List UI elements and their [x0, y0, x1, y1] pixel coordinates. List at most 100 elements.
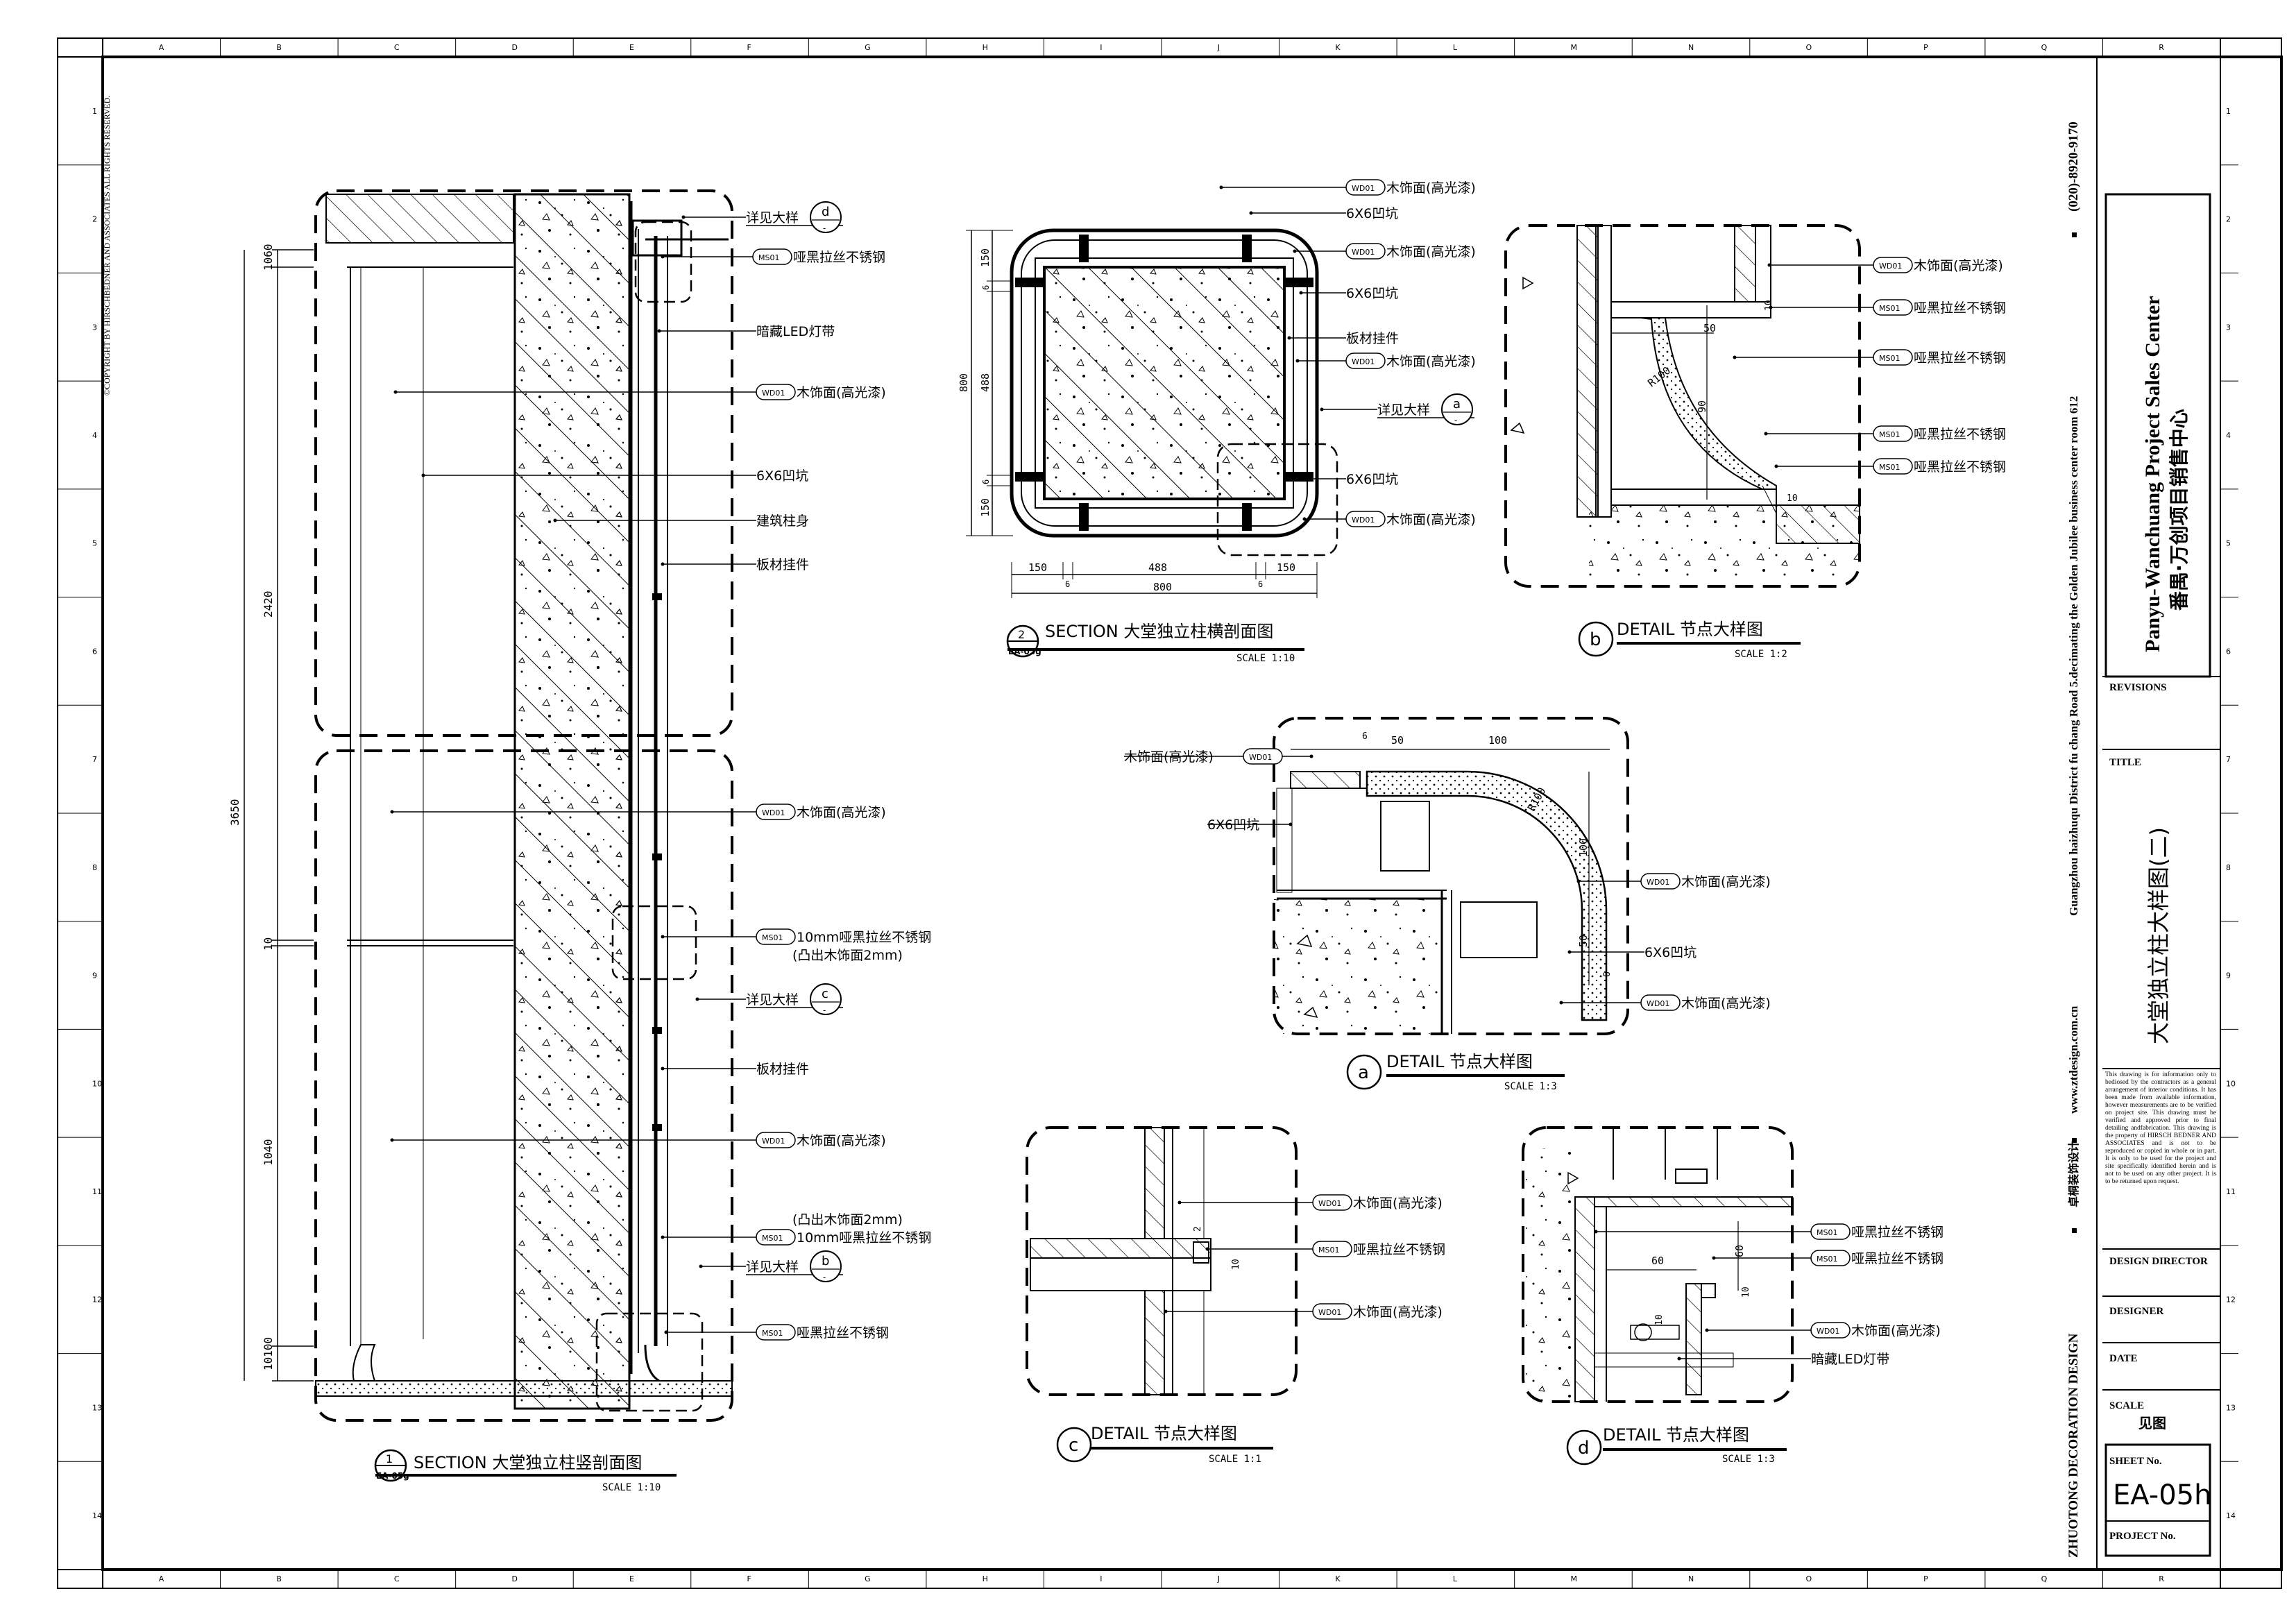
- design-director-label: DESIGN DIRECTOR: [2109, 1256, 2208, 1267]
- grid-col-H-top: H: [983, 43, 988, 52]
- dc-label-1: 木饰面(高光漆): [1353, 1196, 1443, 1211]
- detail-b-bubble: b: [1590, 629, 1601, 650]
- grid-col-R-bottom: R: [2159, 1574, 2164, 1583]
- grid-row-2-left: 2: [92, 215, 97, 224]
- svg-text:-: -: [823, 223, 826, 233]
- da-tag-5: WD01: [1647, 999, 1669, 1008]
- s1-label-11: 详见大样: [746, 992, 799, 1008]
- s1-bubble-11: c: [822, 987, 828, 1001]
- s1-label-1: 详见大样: [746, 210, 799, 226]
- dim-10100: 10100: [262, 1337, 275, 1370]
- detail-a-scale: SCALE 1:3: [1504, 1081, 1557, 1092]
- section-1-scale: SCALE 1:10: [602, 1482, 661, 1493]
- s1-label-7: 板材挂件: [756, 557, 809, 572]
- grid-row-12-left: 12: [92, 1295, 102, 1305]
- s1-tag-15: MS01: [762, 1234, 783, 1243]
- title-block: Panyu-Wanchuang Project Sales Center 番禺·…: [2096, 56, 2221, 1570]
- grid-row-9-right: 9: [2226, 971, 2231, 980]
- scale-label: SCALE: [2109, 1400, 2144, 1411]
- s1-label-2: 哑黑拉丝不锈钢: [793, 250, 885, 265]
- da-dim-5: 100: [1577, 838, 1590, 857]
- date-label: DATE: [2109, 1353, 2138, 1364]
- s1-tag-4: WD01: [762, 389, 785, 398]
- designer-label: DESIGNER: [2109, 1306, 2164, 1317]
- s1-label-6: 建筑柱身: [756, 513, 809, 529]
- grid-col-Q-bottom: Q: [2041, 1574, 2048, 1583]
- detail-d-scale: SCALE 1:3: [1722, 1454, 1775, 1465]
- da-label-1: 木饰面(高光漆): [1124, 749, 1214, 765]
- company-sidebar: (020)-8920-9170 Guangzhou haizhuqu Distr…: [2066, 57, 2098, 1570]
- copyright-text: ©COPYRIGHT BY HIRSCHBEDNER AND ASSOCIATE…: [102, 96, 112, 396]
- disclaimer-text: This drawing is for information only to …: [2105, 1071, 2216, 1185]
- svg-text:-: -: [823, 1005, 826, 1015]
- project-name-cn: 番禺·万创项目销售中心: [2168, 409, 2191, 611]
- da-dim-2: 50: [1391, 734, 1404, 747]
- s2-callout-4: 6X6凹坑: [1299, 286, 1398, 301]
- grid-col-G-top: G: [865, 43, 871, 52]
- section-2-scale: SCALE 1:10: [1236, 653, 1295, 664]
- s2-label-2: 6X6凹坑: [1346, 206, 1398, 221]
- dim-2420: 2420: [262, 590, 275, 618]
- db-dim-2: 10: [1764, 300, 1774, 311]
- grid-row-9-left: 9: [92, 971, 97, 980]
- revisions-label: REVISIONS: [2109, 682, 2167, 693]
- sidebar-address: Guangzhou haizhuqu District fu chang Roa…: [2067, 396, 2080, 916]
- grid-col-E-bottom: E: [629, 1574, 634, 1583]
- s2-tag-3: WD01: [1352, 248, 1375, 257]
- da-dim-6: 50: [1577, 935, 1590, 947]
- grid-row-7-left: 7: [92, 755, 97, 764]
- grid-col-C-bottom: C: [394, 1574, 400, 1583]
- grid-row-5-right: 5: [2226, 539, 2231, 548]
- s2v-dim-4: 6: [981, 479, 991, 484]
- s1-tag-17: MS01: [762, 1329, 783, 1338]
- s2v-dim-1: 150: [979, 248, 992, 267]
- dim-1040: 1040: [262, 1139, 275, 1166]
- grid-col-H-bottom: H: [983, 1574, 988, 1583]
- grid-col-M-top: M: [1570, 43, 1577, 52]
- da-label-3: 木饰面(高光漆): [1681, 874, 1771, 890]
- grid-row-3-right: 3: [2226, 323, 2231, 332]
- sidebar-website: www.ztdesign.com.cn: [2067, 1005, 2080, 1114]
- detail-c-title: c DETAIL 节点大样图 SCALE 1:1: [1056, 1424, 1273, 1465]
- s1-tag-8: WD01: [762, 808, 785, 817]
- s1-label-8: 木饰面(高光漆): [797, 805, 886, 820]
- grid-row-14-right: 14: [2226, 1511, 2236, 1520]
- dim-1060: 1060: [262, 244, 275, 271]
- s2v-dim-5: 150: [979, 498, 992, 517]
- da-label-5: 木饰面(高光漆): [1681, 996, 1771, 1011]
- s1-callout-15: MS01 10mm哑黑拉丝不锈钢: [661, 1229, 931, 1246]
- grid-col-J-top: J: [1217, 43, 1220, 52]
- detail-b-title: b DETAIL 节点大样图 SCALE 1:2: [1578, 620, 1801, 660]
- dd-tag-2: MS01: [1817, 1255, 1837, 1264]
- s2-label-4: 6X6凹坑: [1346, 286, 1398, 301]
- dc-tag-1: WD01: [1318, 1199, 1341, 1208]
- grid-col-L-bottom: L: [1453, 1574, 1458, 1583]
- dd-label-2: 哑黑拉丝不锈钢: [1851, 1251, 1944, 1266]
- grid-col-Q-top: Q: [2041, 43, 2048, 52]
- detail-d-title-text: DETAIL 节点大样图: [1603, 1425, 1749, 1445]
- sidebar-phone: (020)-8920-9170: [2066, 121, 2081, 212]
- s1-label-15: 10mm哑黑拉丝不锈钢: [797, 1230, 931, 1246]
- grid-col-B-top: B: [276, 43, 282, 52]
- grid-row-4-right: 4: [2226, 431, 2231, 440]
- grid-row-5-left: 5: [92, 539, 97, 548]
- s2-label-1: 木饰面(高光漆): [1386, 180, 1476, 196]
- dim-3650: 3650: [228, 799, 241, 826]
- scale-value: 见图: [2138, 1415, 2166, 1431]
- grid-row-6-right: 6: [2226, 647, 2231, 656]
- grid-row-14-left: 14: [92, 1511, 102, 1520]
- grid-col-O-bottom: O: [1806, 1574, 1812, 1583]
